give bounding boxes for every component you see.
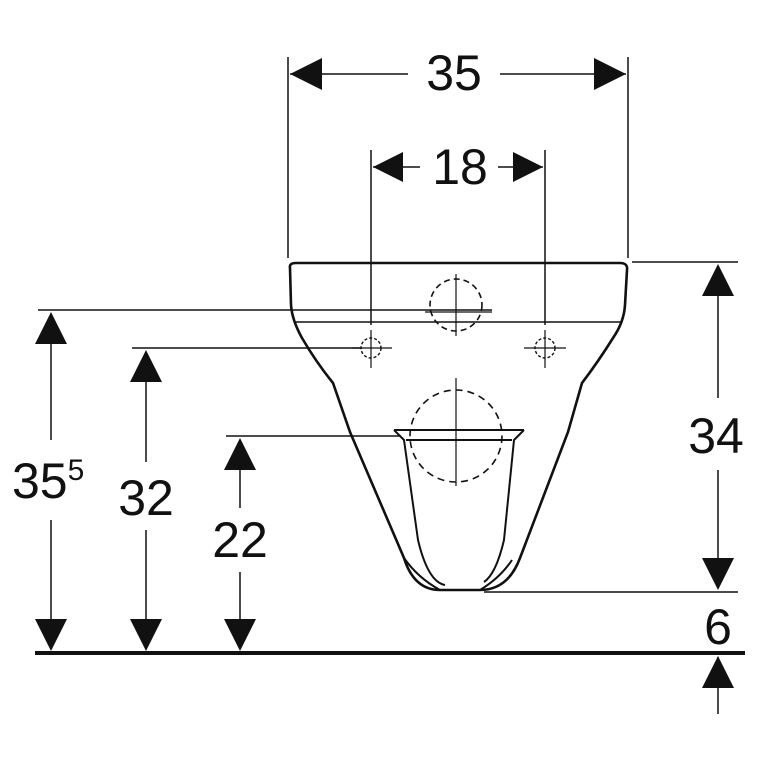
label-top-width: 35	[426, 45, 482, 101]
fixing-hole-right	[524, 330, 566, 368]
inner-bowl-left	[393, 429, 446, 586]
dim-height-fixing: 32	[118, 347, 362, 651]
label-fixing-distance: 18	[432, 139, 488, 195]
outlet-curve	[403, 557, 513, 591]
bowl-outline	[288, 261, 629, 592]
waste-outlet	[409, 378, 503, 486]
dim-height-outlet: 22	[212, 435, 400, 651]
label-floor-gap: 6	[704, 599, 732, 655]
water-inlet	[425, 274, 492, 336]
label-height-left: 355	[12, 453, 84, 509]
label-depth-right: 34	[688, 408, 744, 464]
dim-floor-gap: 6	[702, 599, 734, 714]
bowl-lip	[394, 429, 524, 441]
label-height-outlet: 22	[212, 512, 268, 568]
fixing-hole-left	[352, 330, 392, 368]
dim-height-left: 355	[12, 309, 492, 651]
inner-bowl-right	[483, 429, 525, 583]
dim-fixing-distance: 18	[370, 139, 546, 325]
toilet-outline	[288, 261, 629, 592]
dim-depth-right: 34	[484, 261, 744, 593]
dim-top-width: 35	[287, 45, 629, 258]
label-height-fixing: 32	[118, 470, 174, 526]
